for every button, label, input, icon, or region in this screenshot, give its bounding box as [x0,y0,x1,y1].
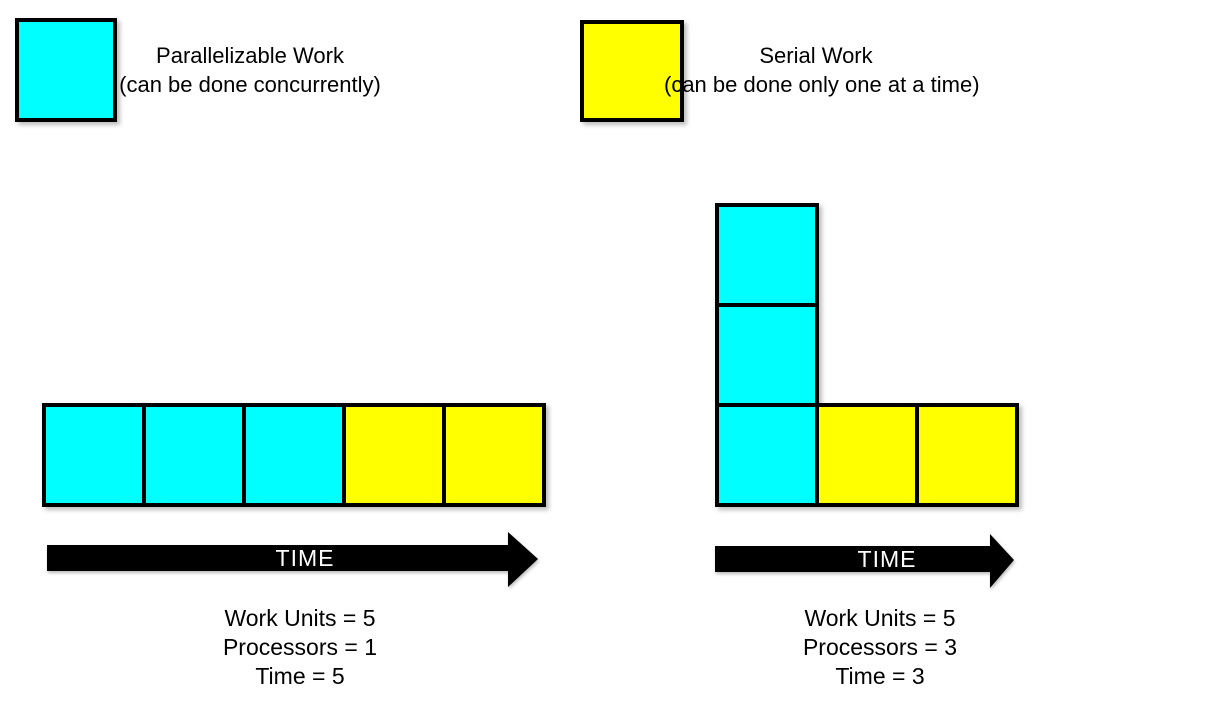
processors-value: Processors = 3 [802,634,958,660]
work-unit-serial [442,403,546,507]
parallel-work-subtitle: (can be done concurrently) [119,72,381,97]
work-unit-serial [815,403,919,507]
serial-work-title: Serial Work [759,43,873,68]
single-processor-blocks [42,403,546,507]
time-value: Time = 3 [835,663,925,689]
serial-work-subtitle: (can be done only one at a time) [664,72,980,97]
arrow-shape [715,534,1014,588]
parallel-work-title: Parallelizable Work [156,43,344,68]
work-unit-parallel [715,403,819,507]
work-unit-parallel [715,203,819,307]
serial-work-swatch [580,20,684,122]
three-processor-blocks [715,203,1019,507]
single-processor-stats: Work Units = 5 Processors = 1 Time = 5 [100,604,500,691]
time-arrow-label: TIME [276,545,335,571]
serial-work-legend: Serial Work (can be done only one at a t… [664,41,980,99]
single-processor-time-arrow: TIME [47,532,538,587]
time-arrow-label: TIME [858,546,917,572]
work-units-value: Work Units = 5 [804,605,956,631]
processors-value: Processors = 1 [222,634,378,660]
work-unit-serial [342,403,446,507]
parallel-work-legend: Parallelizable Work (can be done concurr… [98,41,402,99]
work-unit-parallel [242,403,346,507]
work-unit-parallel [715,303,819,407]
parallel-work-swatch [15,18,117,122]
work-unit-parallel [142,403,246,507]
three-processor-time-arrow: TIME [715,534,1014,588]
three-processor-stats: Work Units = 5 Processors = 3 Time = 3 [680,604,1080,691]
work-units-value: Work Units = 5 [224,605,376,631]
work-unit-serial [915,403,1019,507]
work-unit-parallel [42,403,146,507]
arrow-shape [47,532,538,587]
time-value: Time = 5 [255,663,345,689]
